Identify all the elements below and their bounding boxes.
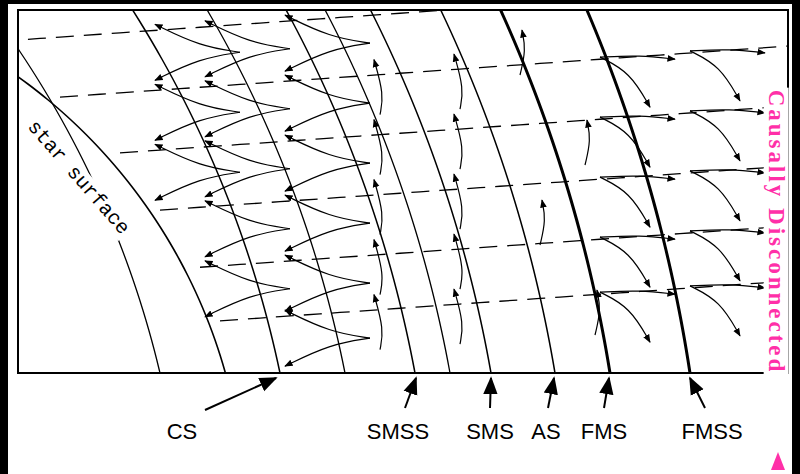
characteristic-curve <box>540 200 544 245</box>
characteristic-curve <box>520 30 524 75</box>
star-surface-curve <box>19 60 227 372</box>
characteristic-curve <box>205 289 290 317</box>
characteristic-curve <box>285 103 370 131</box>
leader-arrow <box>690 378 705 408</box>
pointer-arrow <box>771 452 785 470</box>
characteristic-curve <box>374 120 382 175</box>
characteristic-curve <box>205 21 290 49</box>
characteristic-curve <box>285 43 370 71</box>
label-holder: Causally Disconnected <box>763 88 788 377</box>
characteristic-curve <box>205 49 290 77</box>
characteristic-curve <box>600 236 675 239</box>
leader-arrow <box>490 378 491 408</box>
leader-arrow <box>604 378 609 408</box>
surface-label: FMSS <box>679 420 744 444</box>
label-holder: star surface <box>21 115 135 241</box>
characteristic-curve <box>585 120 589 165</box>
characteristic-curve <box>454 114 462 169</box>
characteristic-curve <box>205 169 290 197</box>
characteristic-curve <box>155 24 240 52</box>
label-holder: AS <box>529 420 562 444</box>
characteristic-curve <box>690 230 765 233</box>
characteristic-curve <box>595 290 599 335</box>
characteristic-curve <box>155 144 240 172</box>
characteristic-curve <box>285 255 370 283</box>
characteristic-curve <box>205 261 290 289</box>
label-holder: FMSS <box>679 420 744 444</box>
characteristic-curve <box>454 234 462 289</box>
leader-arrows <box>205 378 785 470</box>
characteristic-curve <box>690 170 765 173</box>
diagram-frame <box>18 10 788 373</box>
characteristic-curve <box>374 60 382 115</box>
surface-label: SMSS <box>365 420 431 444</box>
characteristic-curve <box>600 292 650 342</box>
field-line <box>120 105 787 153</box>
characteristic-curve <box>600 117 650 167</box>
critical-surface-curve <box>583 11 691 372</box>
characteristic-curve <box>205 141 290 169</box>
characteristic-curve <box>600 237 650 287</box>
surface-label: CS <box>165 420 200 444</box>
characteristic-curve <box>374 240 382 295</box>
characteristic-curve <box>600 57 650 107</box>
label-holder: FMS <box>579 420 629 444</box>
characteristic-curve <box>205 81 290 109</box>
surface-label: SMS <box>464 420 516 444</box>
leader-arrow <box>548 378 554 408</box>
surface-label: AS <box>529 420 562 444</box>
characteristic-curve <box>374 180 382 235</box>
label-holder: SMS <box>464 420 516 444</box>
field-line <box>60 45 787 97</box>
characteristic-curve <box>690 50 765 53</box>
characteristic-curve <box>155 84 240 112</box>
region-label: star surface <box>21 115 135 241</box>
critical-surface-curve <box>320 11 451 372</box>
characteristic-curve <box>600 116 675 119</box>
field-line <box>19 11 787 41</box>
characteristic-curve <box>285 310 370 338</box>
label-holder: SMSS <box>365 420 431 444</box>
surface-label: FMS <box>579 420 629 444</box>
critical-surface-curve <box>19 11 162 372</box>
characteristic-curve <box>690 171 740 221</box>
characteristic-curve <box>600 291 675 294</box>
characteristic-curve <box>205 201 290 229</box>
leader-arrow <box>405 378 416 408</box>
characteristic-curve <box>600 177 650 227</box>
characteristic-curve <box>285 283 370 311</box>
characteristic-curve <box>600 56 675 59</box>
characteristic-curve <box>690 111 740 161</box>
field-line <box>200 225 787 267</box>
characteristic-curve <box>285 195 370 223</box>
characteristic-curve <box>285 135 370 163</box>
field-and-surfaces <box>19 11 787 372</box>
characteristic-curve <box>690 285 765 288</box>
critical-surface-curve <box>201 11 346 372</box>
characteristic-curve <box>454 289 462 344</box>
label-holder: CS <box>165 420 200 444</box>
characteristic-curve <box>600 176 675 179</box>
characteristic-curve <box>454 54 462 109</box>
characteristic-curve <box>205 109 290 137</box>
annotation-text: Causally Disconnected <box>763 88 788 377</box>
characteristic-curve <box>285 223 370 251</box>
field-line <box>220 280 787 321</box>
critical-surface-curve <box>436 11 556 372</box>
paper-ground <box>8 4 792 474</box>
characteristic-curve <box>285 75 370 103</box>
characteristic-curve <box>374 295 382 350</box>
characteristic-curve <box>285 338 370 366</box>
characteristic-curve <box>690 110 765 113</box>
characteristic-curve <box>285 15 370 43</box>
characteristic-curve <box>285 163 370 191</box>
characteristic-curve <box>690 231 740 281</box>
characteristic-curve <box>690 51 740 101</box>
characteristic-curve <box>205 229 290 257</box>
leader-arrow <box>205 378 276 410</box>
characteristic-curve <box>454 174 462 229</box>
characteristic-curve <box>690 286 740 336</box>
